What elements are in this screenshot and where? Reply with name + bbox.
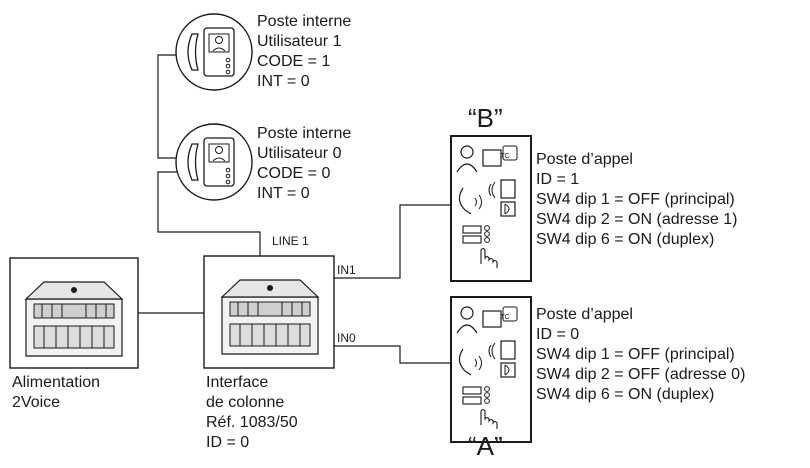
internal-station-0-icon xyxy=(175,123,253,201)
line-1-label: LINE 1 xyxy=(272,234,309,248)
panel-b-tag: “B” xyxy=(468,103,503,133)
station-0-label: Poste interne Utilisateur 0 CODE = 0 INT… xyxy=(257,124,351,204)
panel-a-line-4: SW4 dip 2 = OFF (adresse 0) xyxy=(536,366,746,383)
panel-b-line-4: SW4 dip 2 = ON (adresse 1) xyxy=(536,211,738,228)
power-supply-device xyxy=(9,257,139,369)
station-0-line-2: Utilisateur 0 xyxy=(257,145,342,162)
panel-a-line-3: SW4 dip 1 = OFF (principal) xyxy=(536,346,735,363)
station-0-line-1: Poste interne xyxy=(257,125,352,142)
internal-station-1-icon xyxy=(175,13,253,91)
panel-a-tag: “A” xyxy=(468,431,503,461)
station-1-line-4: INT = 0 xyxy=(257,73,310,90)
station-1-label: Poste interne Utilisateur 1 CODE = 1 INT… xyxy=(257,12,351,92)
panel-a-line-2: ID = 0 xyxy=(536,326,580,343)
port-in0-label: IN0 xyxy=(337,331,356,345)
interface-line-1: Interface xyxy=(206,374,269,391)
station-0-line-3: CODE = 0 xyxy=(257,165,331,182)
panel-b-line-1: Poste d’appel xyxy=(536,151,633,168)
panel-b-line-5: SW4 dip 6 = ON (duplex) xyxy=(536,231,715,248)
wire-station1-to-station0 xyxy=(157,54,180,159)
interface-label: Interface de colonne Réf. 1083/50 ID = 0 xyxy=(206,373,298,453)
column-interface-device xyxy=(203,255,335,369)
panel-b-line-2: ID = 1 xyxy=(536,171,580,188)
station-1-line-3: CODE = 1 xyxy=(257,53,331,70)
station-1-line-1: Poste interne xyxy=(257,13,352,30)
panel-b-label: Poste d’appel ID = 1 SW4 dip 1 = OFF (pr… xyxy=(536,150,737,250)
interface-line-4: ID = 0 xyxy=(206,434,250,451)
power-supply-line-2: 2Voice xyxy=(12,394,61,411)
station-0-line-4: INT = 0 xyxy=(257,185,310,202)
wire-in1-to-panel-b xyxy=(334,204,451,279)
panel-a-line-5: SW4 dip 6 = ON (duplex) xyxy=(536,386,715,403)
port-in1-label: IN1 xyxy=(337,263,356,277)
wiring-lines xyxy=(138,54,451,364)
power-supply-line-1: Alimentation xyxy=(12,374,101,391)
station-1-line-2: Utilisateur 1 xyxy=(257,33,342,50)
wire-in0-to-panel-a xyxy=(334,345,451,364)
interface-line-3: Réf. 1083/50 xyxy=(206,414,298,431)
panel-a-tc-label: TC xyxy=(500,314,509,321)
panel-b-tc-label: TC xyxy=(500,153,509,160)
wire-station0-to-line1 xyxy=(157,171,261,256)
call-panel-a-device: TC xyxy=(450,296,532,443)
panel-a-line-1: Poste d’appel xyxy=(536,306,633,323)
panel-b-line-3: SW4 dip 1 = OFF (principal) xyxy=(536,191,735,208)
panel-a-label: Poste d’appel ID = 0 SW4 dip 1 = OFF (pr… xyxy=(536,305,745,405)
interface-line-2: de colonne xyxy=(206,394,285,411)
power-supply-label: Alimentation 2Voice xyxy=(12,373,100,413)
call-panel-b-device: TC xyxy=(450,135,532,282)
